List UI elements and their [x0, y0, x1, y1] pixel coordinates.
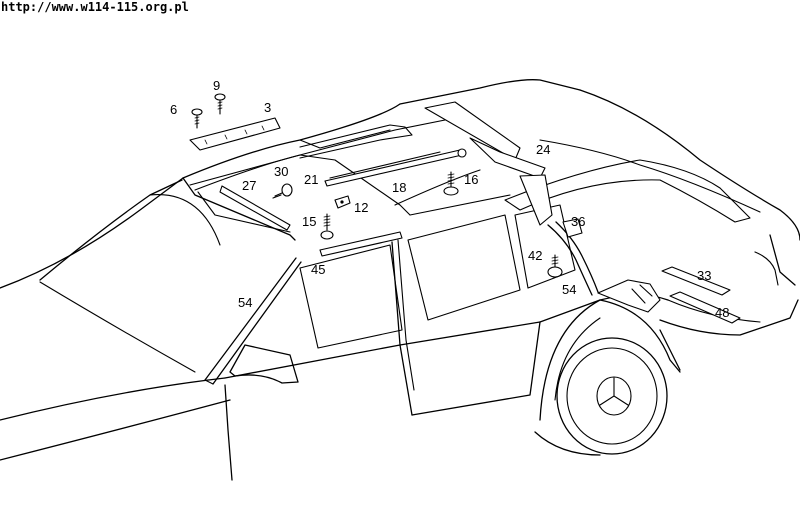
callout-33: 33 — [697, 268, 711, 283]
callout-16: 16 — [464, 172, 478, 187]
callout-48: 48 — [715, 305, 729, 320]
source-url-text: http://www.w114-115.org.pl — [1, 0, 189, 14]
callout-15: 15 — [302, 214, 316, 229]
callout-12: 12 — [354, 200, 368, 215]
callout-54-rear: 54 — [562, 282, 576, 297]
callout-30: 30 — [274, 164, 288, 179]
part-3-bracket — [189, 117, 281, 151]
part-54-rear-hose-fitting — [597, 279, 661, 313]
part-18-rod — [324, 148, 467, 187]
callout-9: 9 — [213, 78, 220, 93]
part-21-strip — [329, 151, 441, 179]
callout-54-front: 54 — [238, 295, 252, 310]
part-45-moulding — [319, 231, 403, 257]
part-6-screw — [191, 108, 203, 129]
part-15-bolt — [320, 213, 334, 240]
callout-45: 45 — [311, 262, 325, 277]
callout-21: 21 — [304, 172, 318, 187]
part-27-trim — [219, 185, 291, 231]
part-12-clip — [334, 195, 351, 209]
part-54-a-pillar-hose — [204, 257, 302, 385]
callout-6: 6 — [170, 102, 177, 117]
part-24-roof-channel — [424, 101, 553, 226]
callout-24: 24 — [536, 142, 550, 157]
callout-3: 3 — [264, 100, 271, 115]
callout-27: 27 — [242, 178, 256, 193]
part-30-plug — [272, 183, 293, 199]
callout-labels: 9 6 3 24 30 27 21 18 16 12 15 36 45 42 5… — [170, 78, 729, 320]
part-33-trim — [661, 266, 731, 296]
part-48-trim — [669, 291, 741, 324]
callout-18: 18 — [392, 180, 406, 195]
callout-42: 42 — [528, 248, 542, 263]
car-body-outline — [0, 79, 800, 481]
part-16-nut — [443, 171, 459, 196]
part-42-grommet — [547, 254, 563, 278]
part-9-screw — [214, 93, 226, 115]
callout-36: 36 — [571, 214, 585, 229]
part-36-drain-hose — [547, 218, 599, 296]
